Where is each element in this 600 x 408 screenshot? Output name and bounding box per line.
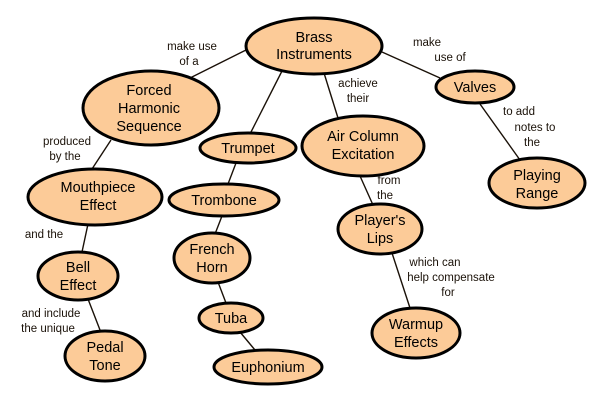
link-brass-air	[323, 72, 339, 119]
link-tuba-euphonium	[239, 331, 256, 351]
node-euphonium: Euphonium	[212, 348, 324, 386]
link-brass-valves	[381, 51, 441, 79]
link-trombone-horn	[214, 215, 223, 235]
link-brass-forced	[189, 47, 251, 79]
node-valves: Valves	[434, 69, 516, 105]
node-trombone: Trombone	[167, 182, 281, 218]
svg-text:Tuba: Tuba	[215, 311, 248, 327]
node-tuba: Tuba	[197, 301, 265, 335]
link-trumpet-trombone	[227, 162, 237, 185]
link-air-lips	[359, 175, 374, 206]
link-forced-mouthpiece	[91, 139, 112, 170]
node-trumpet: Trumpet	[198, 131, 298, 165]
link-brass-trumpet	[249, 70, 283, 135]
link-mouthpiece-bell	[81, 223, 89, 253]
link-horn-tuba	[217, 281, 227, 304]
svg-text:Trombone: Trombone	[191, 193, 257, 209]
svg-text:Trumpet: Trumpet	[221, 141, 274, 157]
links	[81, 47, 521, 351]
svg-text:Valves: Valves	[454, 80, 496, 96]
link-bell-pedal	[87, 298, 101, 331]
link-valves-range	[479, 103, 521, 161]
svg-text:Euphonium: Euphonium	[231, 360, 304, 376]
link-lips-warmup	[391, 252, 411, 309]
label-mouthpiece-bell: and the	[25, 229, 63, 241]
